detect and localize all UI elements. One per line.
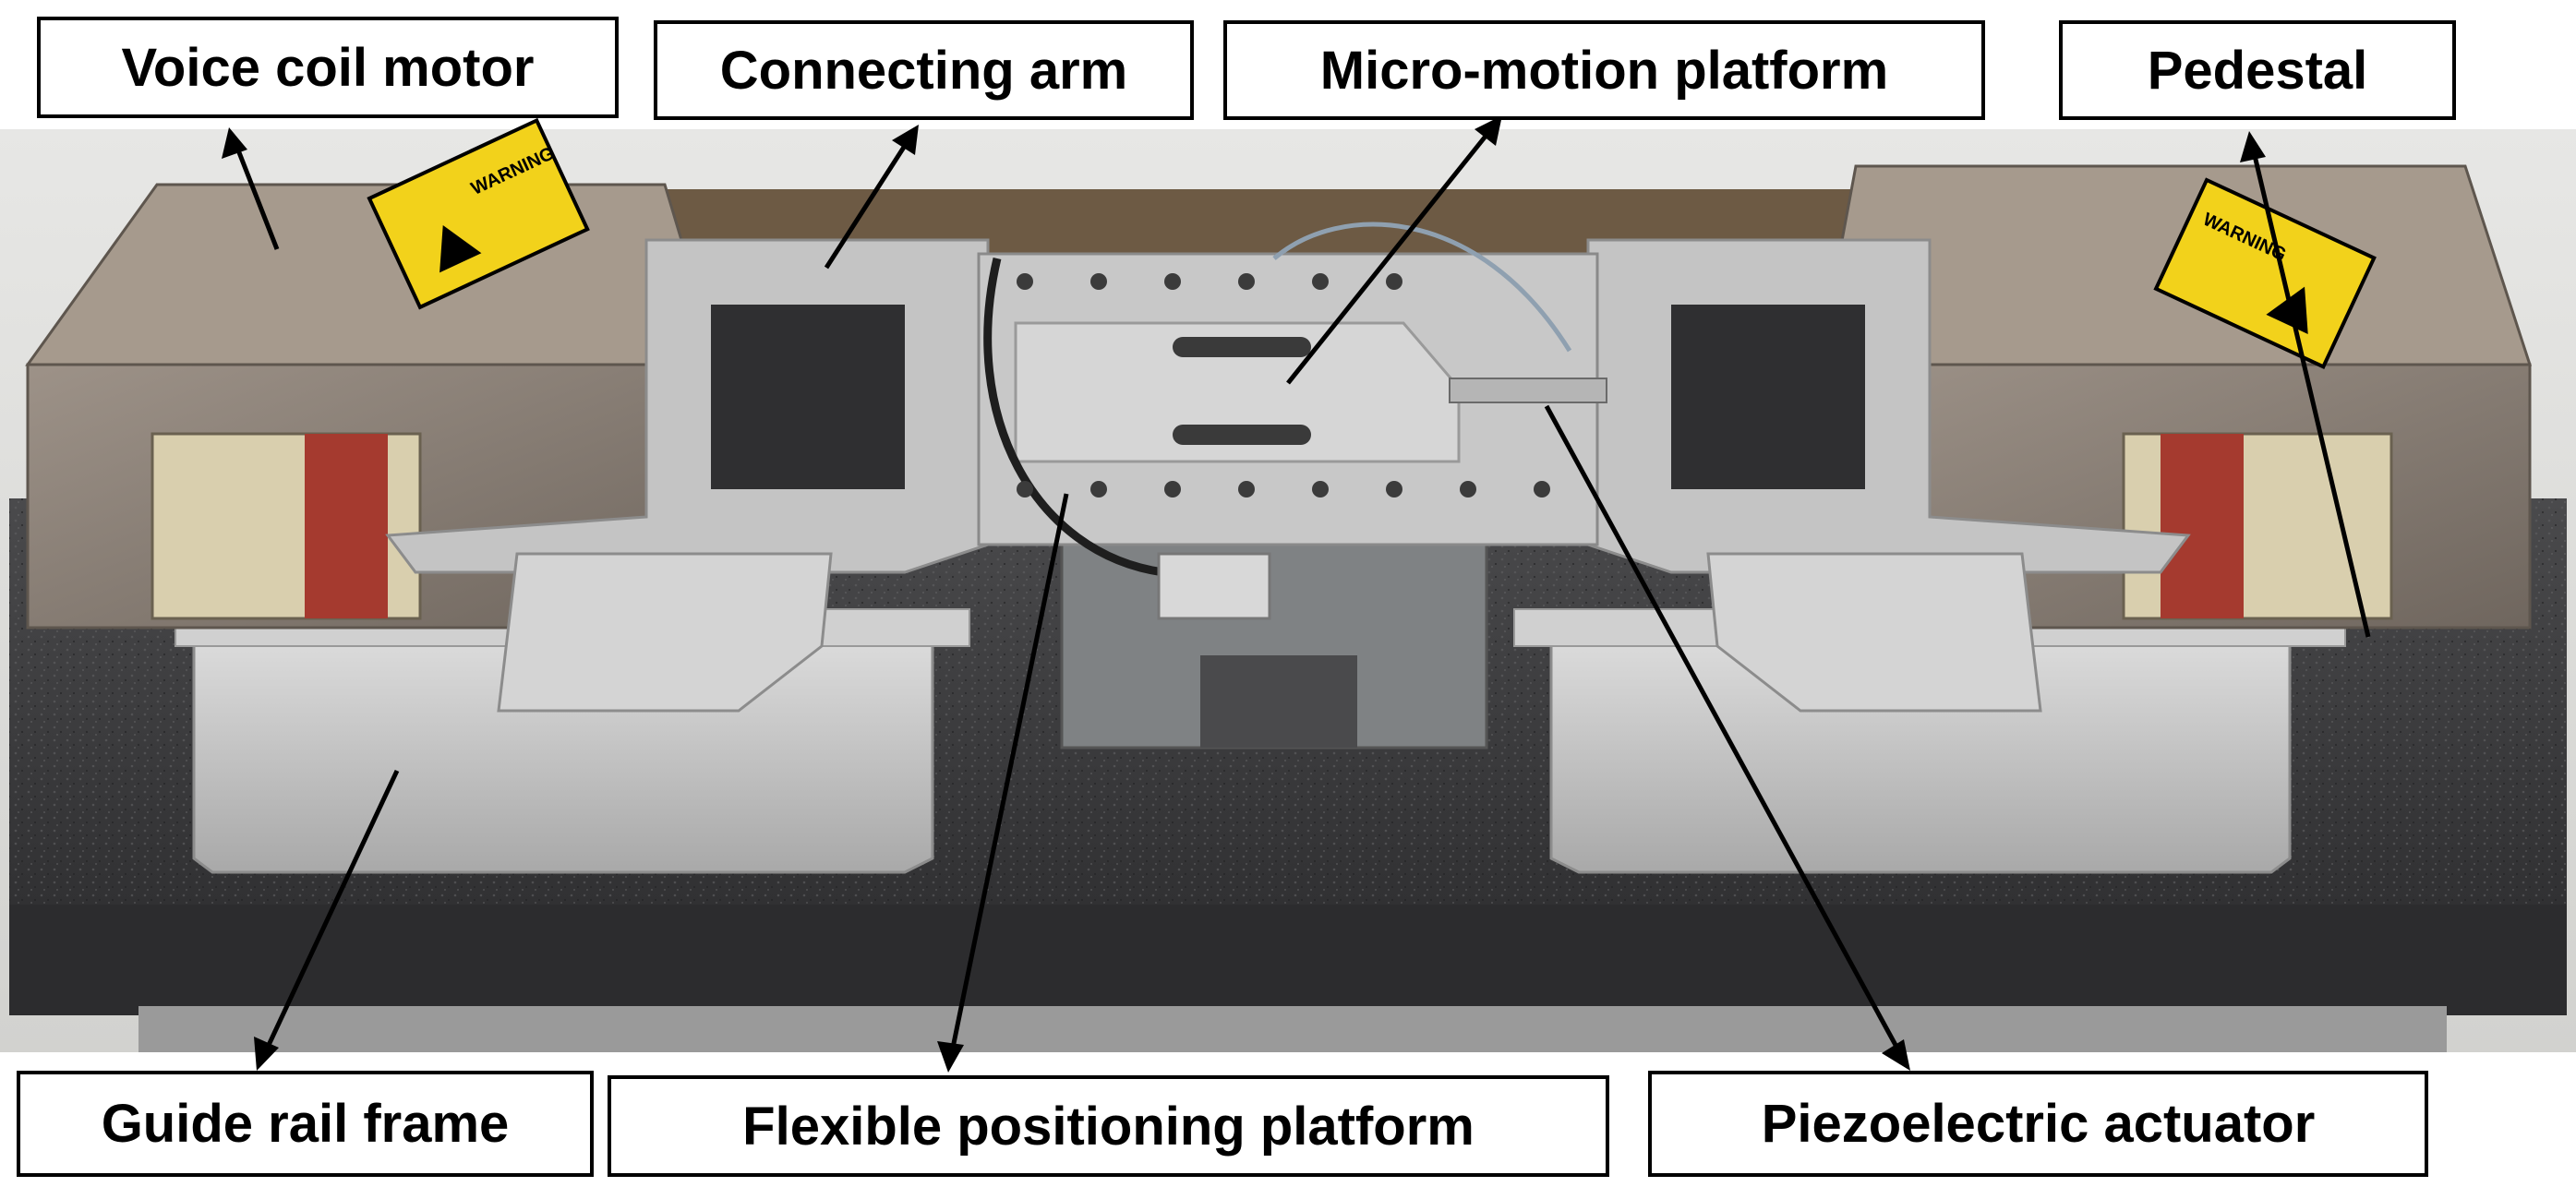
- label-connecting-arm: Connecting arm: [654, 20, 1194, 120]
- label-piezoelectric-actuator: Piezoelectric actuator: [1648, 1071, 2428, 1177]
- arrow-connecting-arm: [824, 137, 912, 270]
- label-pedestal: Pedestal: [2059, 20, 2456, 120]
- bracket-left: [497, 552, 833, 713]
- plate-holes: [1017, 273, 1550, 498]
- label-voice-coil-motor: Voice coil motor: [37, 17, 619, 118]
- piezo-actuator-body: [1449, 378, 1607, 403]
- label-flexible-positioning-platform: Flexible positioning platform: [608, 1075, 1609, 1177]
- bracket-right: [1706, 552, 2042, 713]
- arm-window-right: [1671, 305, 1865, 489]
- arrow-micro-motion-platform: [1286, 127, 1493, 385]
- arrow-voice-coil-motor: [233, 142, 280, 250]
- hole-strip: [138, 1006, 2447, 1052]
- coil-right-red: [2161, 434, 2244, 618]
- platform-slot-bottom: [1173, 425, 1311, 445]
- granite-front-face: [9, 905, 2567, 1015]
- label-micro-motion-platform: Micro-motion platform: [1223, 20, 1985, 120]
- coil-left-red: [305, 434, 388, 618]
- arrow-pedestal: [2250, 147, 2371, 638]
- arrow-piezoelectric-actuator: [1544, 404, 1905, 1059]
- warning-sticker-left: WARNING: [367, 117, 590, 310]
- arrow-flexible-positioning-platform: [948, 493, 1069, 1058]
- cable: [983, 257, 1164, 577]
- arrow-guide-rail-frame: [260, 769, 400, 1059]
- label-guide-rail-frame: Guide rail frame: [17, 1071, 594, 1177]
- arrows: [222, 115, 2371, 1073]
- connector: [1157, 552, 1271, 620]
- warning-sticker-right: WARNING: [2153, 177, 2377, 370]
- platform-slot-top: [1173, 337, 1311, 357]
- arm-window-left: [711, 305, 905, 489]
- support-slot: [1200, 655, 1357, 748]
